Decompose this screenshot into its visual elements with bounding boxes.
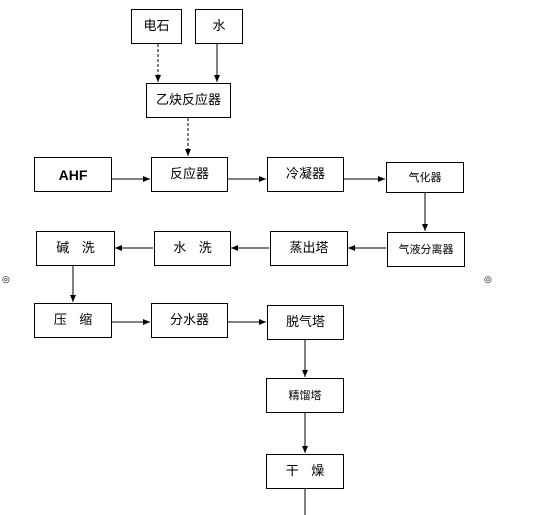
node-calcium-carbide: 电石: [131, 9, 182, 44]
node-condenser: 冷凝器: [267, 157, 344, 192]
left-anchor-mark: ◎: [2, 275, 10, 285]
node-water-separator: 分水器: [151, 303, 228, 338]
node-compression: 压 缩: [34, 303, 112, 338]
node-rectification-tower: 精馏塔: [266, 378, 344, 413]
node-steam-out-tower: 蒸出塔: [270, 231, 348, 266]
right-anchor-mark: ◎: [484, 275, 492, 285]
node-drying: 干 燥: [266, 454, 344, 489]
node-vaporizer: 气化器: [386, 162, 464, 193]
node-acetylene-reactor: 乙炔反应器: [146, 83, 231, 118]
node-ahf: AHF: [34, 157, 112, 192]
node-degassing-tower: 脱气塔: [267, 305, 344, 340]
node-reactor: 反应器: [151, 157, 228, 192]
node-alkali-wash: 碱 洗: [36, 231, 115, 266]
node-gas-liquid-separator: 气液分离器: [387, 232, 465, 267]
node-water: 水: [195, 9, 243, 44]
node-water-wash: 水 洗: [154, 231, 231, 266]
